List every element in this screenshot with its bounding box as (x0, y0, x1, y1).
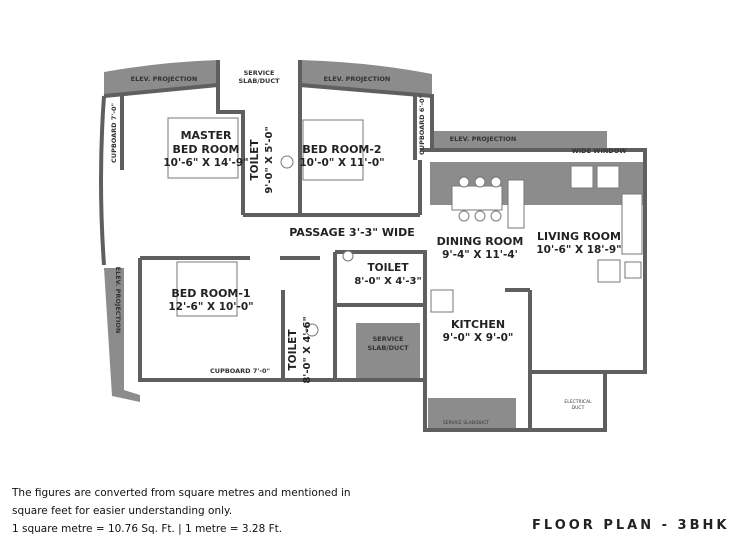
dining-label: DINING ROOM (437, 235, 524, 248)
electrical-duct-label: ELECTRICAL (564, 399, 592, 405)
toilet-master-size: 9'-0" X 5'-0" (264, 126, 275, 193)
toilet-common-label: TOILET (367, 262, 409, 274)
dining-size: 9'-4" X 11'-4' (442, 249, 518, 261)
living-label: LIVING ROOM (537, 230, 621, 243)
elev-right-label: ELEV. PROJECTION (450, 135, 517, 143)
plan-title: FLOOR PLAN - 3BHK (532, 518, 730, 533)
cupboard-left-label: CUPBOARD 7'-0" (110, 103, 118, 163)
annotations: SERVICE SLAB/DUCT ELEV. PROJECTION ELEV.… (110, 69, 626, 426)
elev-side-label: ELEV. PROJECTION (114, 267, 122, 334)
kitchen-size: 9'-0" X 9'-0" (443, 332, 514, 344)
bed2-size: 10'-0" X 11'-0" (299, 157, 384, 169)
service-top-label-2: SLAB/DUCT (238, 77, 280, 85)
service-mid-label: SERVICE (373, 335, 404, 343)
elev-left-label: ELEV. PROJECTION (131, 75, 198, 83)
cupboard-right-label: CUPBOARD 6'-0" (418, 95, 426, 155)
toilet-small-label: TOILET (287, 329, 299, 371)
toilet-common-size: 8'-0" X 4'-3" (354, 276, 421, 287)
elev-mid-label: ELEV. PROJECTION (324, 75, 391, 83)
toilet-small-size: 8'-0" X 4'-6" (302, 316, 313, 383)
kitchen-label: KITCHEN (451, 318, 505, 331)
footnote-line-3: 1 square metre = 10.76 Sq. Ft. | 1 metre… (12, 523, 283, 535)
passage-label: PASSAGE 3'-3" WIDE (289, 226, 414, 239)
service-mid-label-2: SLAB/DUCT (367, 344, 409, 352)
footnote-line-1: The figures are converted from square me… (12, 487, 351, 499)
wide-window-label: WIDE WINDOW (572, 147, 627, 155)
master-bed-label-2: BED ROOM (173, 143, 240, 156)
bed1-size: 12'-6" X 10'-0" (168, 301, 253, 313)
master-bed-label: MASTER (181, 129, 232, 142)
toilet-master-label: TOILET (249, 139, 261, 181)
bed1-label: BED ROOM-1 (171, 287, 250, 300)
furniture (167, 117, 643, 337)
bed2-label: BED ROOM-2 (302, 143, 381, 156)
room-labels: MASTER BED ROOM 10'-6" X 14'-9" BED ROOM… (163, 126, 621, 383)
living-size: 10'-6" X 18'-9" (536, 244, 621, 256)
cupboard-bed1-label: CUPBOARD 7'-0" (210, 367, 270, 375)
service-top-label: SERVICE (244, 69, 275, 77)
footnote-line-2: square feet for easier understanding onl… (12, 505, 233, 517)
master-bed-size: 10'-6" X 14'-9" (163, 157, 248, 169)
walls (99, 60, 647, 432)
service-bottom-label: SERVICE SLAB/DUCT (443, 420, 489, 426)
electrical-duct-label-2: DUCT (572, 405, 585, 411)
